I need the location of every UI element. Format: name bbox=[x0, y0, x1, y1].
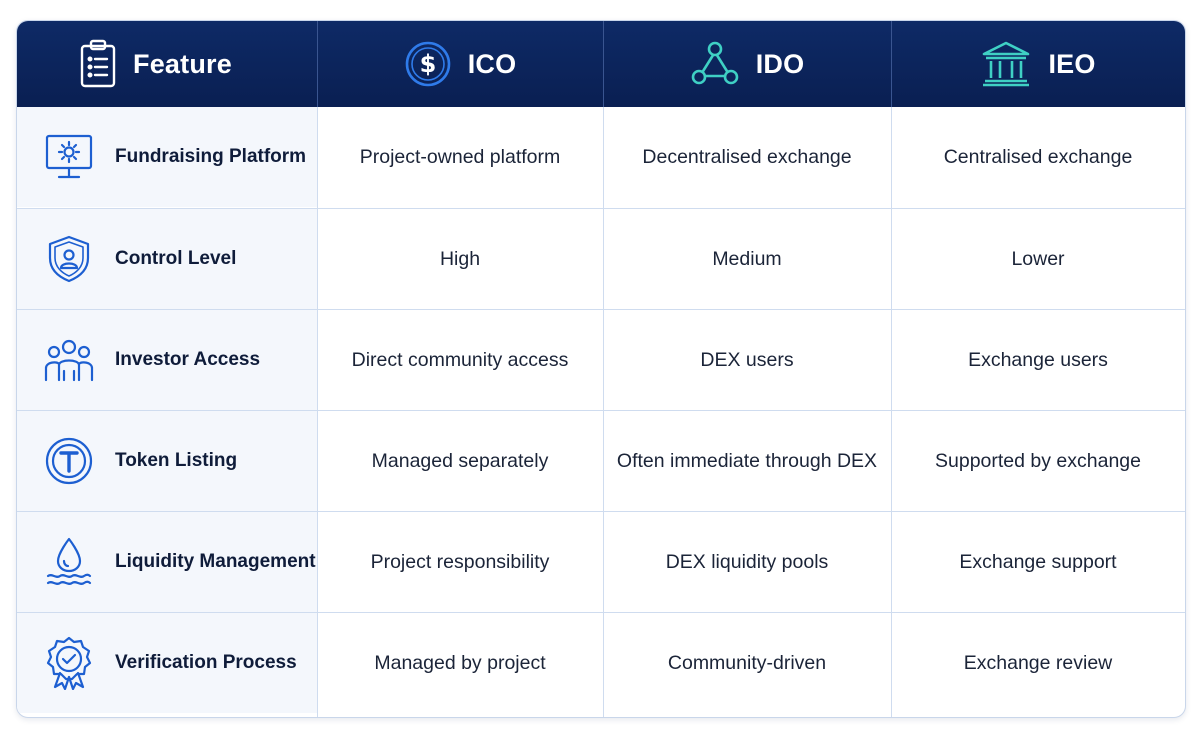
monitor-gear-icon bbox=[43, 131, 95, 183]
ico-cell: Project responsibility bbox=[317, 512, 603, 612]
ido-cell: DEX liquidity pools bbox=[603, 512, 891, 612]
bank-building-icon bbox=[980, 40, 1032, 88]
ico-cell: Managed by project bbox=[317, 613, 603, 713]
header-ieo: IEO bbox=[891, 21, 1185, 107]
ido-value: DEX liquidity pools bbox=[665, 550, 829, 573]
table-header: Feature $ ICO bbox=[17, 21, 1185, 107]
water-drop-icon bbox=[43, 536, 95, 588]
table-row: Verification Process Managed by project … bbox=[17, 612, 1185, 713]
header-feature-label: Feature bbox=[133, 48, 232, 79]
table-row: Liquidity Management Project responsibil… bbox=[17, 511, 1185, 612]
ieo-value: Lower bbox=[1011, 247, 1065, 270]
ido-cell: Decentralised exchange bbox=[603, 107, 891, 207]
table-row: Token Listing Managed separately Often i… bbox=[17, 410, 1185, 511]
ieo-value: Supported by exchange bbox=[935, 449, 1141, 472]
feature-label: Verification Process bbox=[115, 652, 297, 673]
table-row: Control Level High Medium Lower bbox=[17, 208, 1185, 309]
feature-label: Fundraising Platform bbox=[115, 146, 307, 167]
table-row: Investor Access Direct community access … bbox=[17, 309, 1185, 410]
token-coin-icon bbox=[43, 435, 95, 487]
ido-cell: Often immediate through DEX bbox=[603, 411, 891, 511]
feature-label: Control Level bbox=[115, 248, 237, 269]
column-divider bbox=[891, 107, 892, 717]
ieo-cell: Exchange review bbox=[891, 613, 1185, 713]
header-ico-label: ICO bbox=[467, 48, 517, 79]
ido-cell: Medium bbox=[603, 209, 891, 309]
header-ido-label: IDO bbox=[755, 48, 805, 79]
ido-value: Decentralised exchange bbox=[642, 145, 852, 168]
shield-user-icon bbox=[43, 233, 95, 285]
ieo-cell: Centralised exchange bbox=[891, 107, 1185, 207]
ico-value: High bbox=[439, 247, 481, 270]
clipboard-list-icon bbox=[79, 39, 117, 89]
ieo-value: Exchange support bbox=[959, 550, 1117, 573]
feature-cell: Control Level bbox=[17, 209, 317, 309]
ido-value: Community-driven bbox=[667, 651, 827, 674]
column-divider bbox=[603, 107, 604, 717]
ico-value: Project-owned platform bbox=[359, 145, 561, 168]
ido-cell: Community-driven bbox=[603, 613, 891, 713]
feature-cell: Liquidity Management bbox=[17, 512, 317, 612]
ico-value: Managed by project bbox=[374, 651, 546, 674]
ico-cell: Direct community access bbox=[317, 310, 603, 410]
column-divider bbox=[317, 107, 318, 717]
ico-value: Managed separately bbox=[371, 449, 549, 472]
header-ido: IDO bbox=[603, 21, 891, 107]
ieo-value: Exchange users bbox=[968, 348, 1108, 371]
ico-cell: Managed separately bbox=[317, 411, 603, 511]
header-divider bbox=[317, 21, 318, 107]
feature-cell: Verification Process bbox=[17, 613, 317, 713]
svg-text:$: $ bbox=[419, 50, 436, 78]
ido-value: DEX users bbox=[700, 348, 794, 371]
ico-value: Direct community access bbox=[351, 348, 569, 371]
feature-cell: Investor Access bbox=[17, 310, 317, 410]
header-divider bbox=[891, 21, 892, 107]
header-divider bbox=[603, 21, 604, 107]
table-row: Fundraising Platform Project-owned platf… bbox=[17, 107, 1185, 208]
feature-cell: Fundraising Platform bbox=[17, 107, 317, 207]
network-nodes-icon bbox=[690, 40, 740, 88]
dollar-coin-icon: $ bbox=[404, 40, 452, 88]
user-group-icon bbox=[43, 334, 95, 386]
ieo-value: Exchange review bbox=[963, 651, 1113, 674]
ico-value: Project responsibility bbox=[370, 550, 550, 573]
comparison-table: Feature $ ICO bbox=[16, 20, 1186, 718]
feature-cell: Token Listing bbox=[17, 411, 317, 511]
header-ico: $ ICO bbox=[317, 21, 603, 107]
ido-value: Often immediate through DEX bbox=[616, 449, 878, 472]
header-feature: Feature bbox=[17, 21, 317, 107]
ieo-cell: Exchange support bbox=[891, 512, 1185, 612]
ieo-cell: Exchange users bbox=[891, 310, 1185, 410]
feature-label: Investor Access bbox=[115, 349, 261, 370]
ieo-cell: Lower bbox=[891, 209, 1185, 309]
header-ieo-label: IEO bbox=[1048, 48, 1096, 79]
ido-value: Medium bbox=[712, 247, 782, 270]
verified-badge-icon bbox=[43, 636, 95, 690]
ido-cell: DEX users bbox=[603, 310, 891, 410]
ieo-value: Centralised exchange bbox=[943, 145, 1133, 168]
feature-label: Liquidity Management bbox=[115, 551, 316, 572]
ico-cell: High bbox=[317, 209, 603, 309]
ieo-cell: Supported by exchange bbox=[891, 411, 1185, 511]
ico-cell: Project-owned platform bbox=[317, 107, 603, 207]
feature-label: Token Listing bbox=[115, 450, 238, 471]
